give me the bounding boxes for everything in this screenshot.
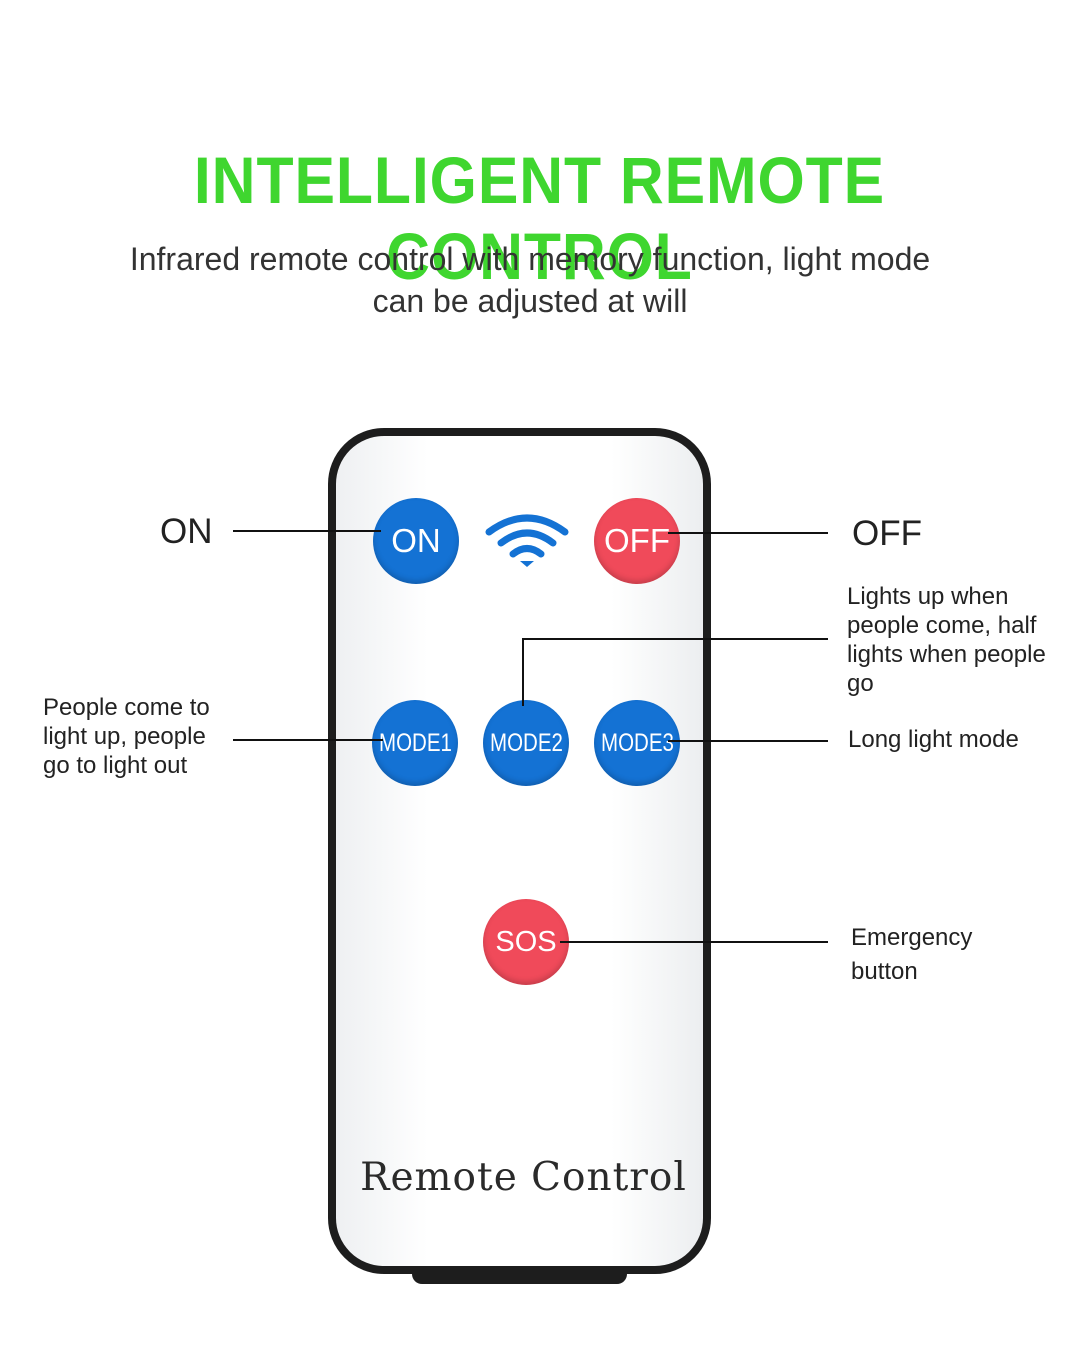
on-callout-line	[233, 530, 381, 532]
off-callout-label: OFF	[852, 514, 922, 553]
mode2-callout-horizontal	[522, 638, 828, 640]
mode1-button-label: MODE1	[378, 728, 452, 757]
mode2-callout-vertical	[522, 638, 524, 706]
mode2-button-label: MODE2	[489, 728, 563, 757]
off-callout-line	[668, 532, 828, 534]
wifi-signal-icon	[485, 514, 569, 567]
page-title: INTELLIGENT REMOTE CONTROL	[193, 143, 886, 293]
sos-button[interactable]: SOS	[483, 899, 569, 985]
mode3-button-label: MODE3	[600, 728, 674, 757]
sos-button-label: SOS	[495, 925, 557, 958]
mode1-callout-label: People come to light up, people go to li…	[43, 694, 210, 779]
sos-callout-line	[560, 941, 828, 943]
off-button-label: OFF	[604, 522, 670, 559]
mode1-callout-line	[233, 739, 383, 741]
mode3-button[interactable]: MODE3	[594, 700, 680, 786]
remote-control-label: Remote Control	[360, 1155, 687, 1200]
mode3-callout-line	[668, 740, 828, 742]
on-callout-label: ON	[160, 512, 213, 551]
mode1-button[interactable]: MODE1	[372, 700, 458, 786]
off-button[interactable]: OFF	[594, 498, 680, 584]
sos-callout-label: Emergency button	[851, 924, 973, 985]
on-button[interactable]: ON	[373, 498, 459, 584]
page-subtitle: Infrared remote control with memory func…	[129, 241, 931, 319]
remote-base	[412, 1272, 627, 1284]
mode3-callout-label: Long light mode	[848, 726, 1019, 753]
mode2-button[interactable]: MODE2	[483, 700, 569, 786]
on-button-label: ON	[391, 522, 441, 559]
mode2-callout-label: Lights up when people come, half lights …	[847, 583, 1046, 697]
